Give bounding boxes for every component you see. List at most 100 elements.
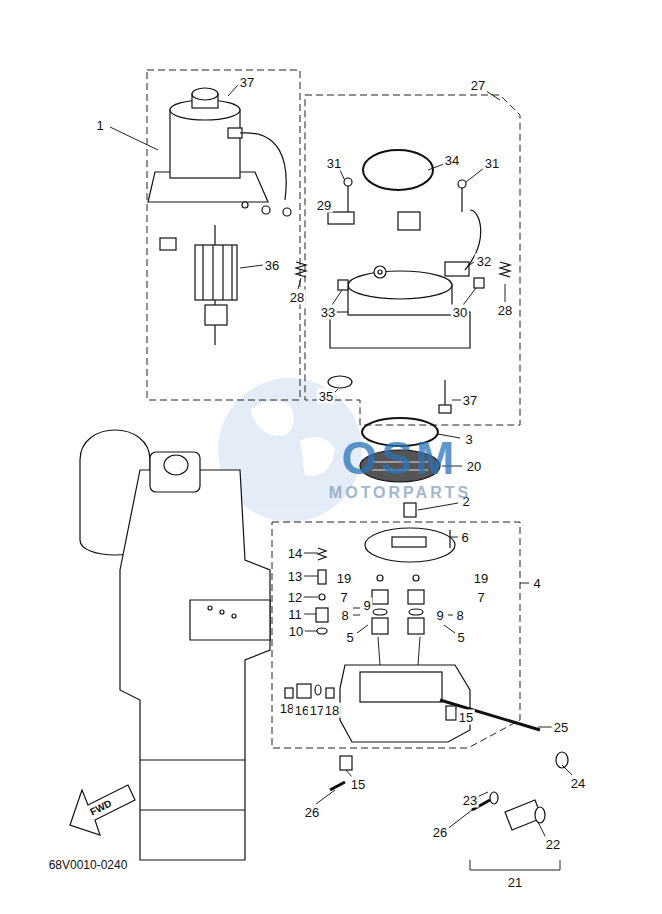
reference-code: 68V0010-0240 [47,858,130,872]
brush-holder [461,185,462,212]
tilt-cylinder [164,455,188,475]
pump-body [319,594,325,600]
brush-holder [344,178,352,186]
brush-holder [458,180,466,188]
callout-number: 28 [288,290,306,305]
callout-number: 26 [303,805,321,820]
callout-number: 14 [286,546,304,561]
group-outline [147,70,300,400]
motor-housing [283,208,291,216]
armature [205,305,227,325]
tilt-cylinder [120,470,270,860]
callout-number: 20 [465,459,483,474]
tilt-cylinder [190,600,270,640]
tilt-cylinder [140,759,245,760]
leader-line [353,615,360,616]
group-outline [305,95,520,425]
pump-body [377,575,383,581]
forward-arrow [70,785,135,835]
pump-body [408,590,424,604]
callout-number: 4 [531,576,542,591]
leader-line [110,85,572,870]
motor-housing [148,88,291,216]
brush-holder [348,271,452,299]
pump-body [535,807,545,823]
pump-body [490,792,498,804]
callout-number: 36 [263,258,281,273]
callout-number: 11 [286,607,304,622]
brush-holder [363,150,433,190]
callout-number: 7 [475,590,486,605]
leader-line [505,284,506,302]
leader-line [316,790,335,804]
callout-number: 23 [461,793,479,808]
pump-body [409,609,423,615]
brush-holder [330,312,470,348]
armature [231,245,232,300]
brush-holder [328,376,352,388]
tilt-cylinder [140,809,245,810]
brush-holder [296,262,306,277]
brush-holder [439,405,451,413]
pump-body [317,628,327,634]
callout-number: 5 [455,630,466,645]
pump-body [413,575,419,581]
callout-number: 19 [472,571,490,586]
pump-body [318,548,326,560]
brush-holder [328,212,354,224]
callout-number: 9 [361,598,372,613]
leader-line [538,727,552,728]
leader-line [486,91,500,100]
leader-line [444,625,455,633]
callout-number: 28 [496,303,514,318]
pump-body [440,700,540,730]
leader-line [304,631,318,632]
motor-housing [240,133,286,200]
pump-body [404,503,416,517]
armature [160,238,176,250]
brush-holder [474,278,484,288]
watermark-globe [250,401,335,476]
pump-body [340,756,352,770]
leader-line [520,583,529,584]
leader-line [298,278,301,289]
callout-number: 13 [286,569,304,584]
leader-line [463,288,476,305]
leader-line [418,503,458,510]
pump-body [372,618,388,634]
leader-line [428,164,444,170]
callout-number: 8 [339,608,350,623]
callout-number: 15 [457,710,475,725]
pump-body [408,618,424,634]
brush-holder [398,212,420,230]
pump-body [372,590,388,604]
callout-number: 3 [463,432,474,447]
armature [202,245,203,300]
callout-number: 1 [94,118,105,133]
pump-body [316,608,328,622]
callout-number: 24 [569,776,587,791]
armature [195,245,237,300]
leader-line [357,625,368,633]
leader-line [335,389,338,392]
tilt-cylinder [208,606,212,610]
pump-body [297,684,311,698]
brush-holder [296,150,510,413]
callout-number: 12 [286,590,304,605]
pump-body [360,672,442,702]
armature [160,225,237,345]
leader-line [470,860,560,870]
callout-number: 19 [335,571,353,586]
callout-number: 35 [317,389,335,404]
callout-number: 30 [451,305,469,320]
pump-body [373,609,387,615]
pump-body [449,530,450,548]
motor-housing [228,128,242,138]
leader-line [466,168,484,182]
callout-number: 7 [338,590,349,605]
brush-holder [378,270,382,274]
leader-line [562,765,572,775]
motor-housing [242,202,248,208]
